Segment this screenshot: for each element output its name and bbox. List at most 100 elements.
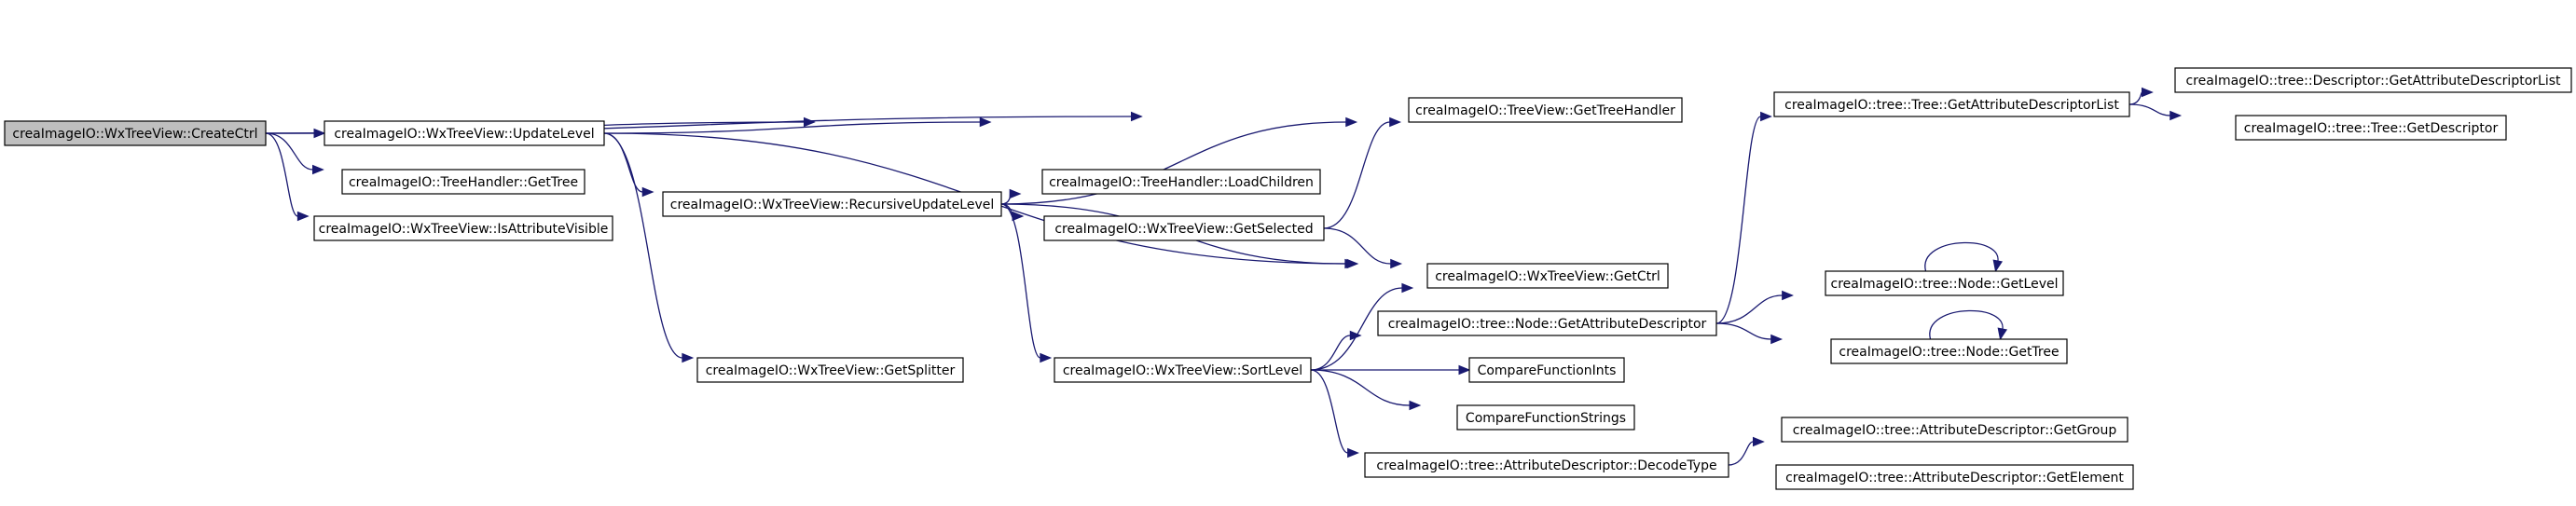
- arrowhead-icon: [312, 164, 324, 175]
- node-comparefunctionstrings[interactable]: CompareFunctionStrings: [1456, 404, 1635, 431]
- edge-line: [1323, 121, 1390, 229]
- arrowhead-icon: [641, 186, 654, 198]
- edge-node-getattributedescriptor-to-node-gettree: [1715, 322, 1784, 345]
- edge-sortlevel-to-node-getattributedescriptor: [1310, 330, 1362, 371]
- edge-tree-getattributedescriptorlist-to-tree-getdescriptor: [2128, 103, 2183, 121]
- node-getselected[interactable]: creaImageIO::WxTreeView::GetSelected: [1043, 215, 1325, 241]
- arrowhead-icon: [1770, 334, 1784, 345]
- node-node-gettree[interactable]: creaImageIO::tree::Node::GetTree: [1830, 338, 2068, 364]
- edge-updatelevel-to-gettreehandler: [603, 116, 992, 134]
- edge-node-getattributedescriptor-to-tree-getattributedescriptorlist: [1715, 111, 1772, 324]
- arrowhead-icon: [313, 128, 326, 139]
- node-label: creaImageIO::WxTreeView::GetSplitter: [706, 363, 956, 378]
- edge-sortlevel-to-decodetype: [1310, 369, 1359, 458]
- edge-createctrl-to-gettree-handler: [265, 132, 324, 175]
- edge-node-getlevel-to-node-getlevel: [1924, 241, 2004, 273]
- node-isattributevisible[interactable]: creaImageIO::WxTreeView::IsAttributeVisi…: [313, 215, 613, 241]
- arrowhead-icon: [1458, 364, 1471, 376]
- arrowhead-icon: [1130, 111, 1143, 122]
- node-label: creaImageIO::TreeHandler::LoadChildren: [1049, 175, 1314, 190]
- node-box: [2174, 67, 2572, 93]
- arrowhead-icon: [1344, 258, 1357, 269]
- arrowhead-icon: [1753, 436, 1765, 447]
- node-label: creaImageIO::WxTreeView::RecursiveUpdate…: [670, 198, 994, 212]
- node-box: [2235, 115, 2507, 141]
- node-label: creaImageIO::tree::Tree::GetAttributeDes…: [1784, 98, 2119, 113]
- node-box: [1054, 357, 1312, 383]
- node-sortlevel[interactable]: creaImageIO::WxTreeView::SortLevel: [1054, 357, 1312, 383]
- edge-line: [1000, 121, 1346, 205]
- node-box: [696, 357, 964, 383]
- edge-createctrl-to-updatelevel: [265, 128, 326, 139]
- node-label: creaImageIO::tree::Node::GetTree: [1839, 345, 2059, 360]
- node-label: creaImageIO::tree::Tree::GetDescriptor: [2244, 121, 2499, 136]
- edge-recursiveupdatelevel-to-sortlevel: [1000, 203, 1053, 363]
- edge-recursiveupdatelevel-to-gettreehandler: [1000, 116, 1358, 205]
- node-comparefunctionints[interactable]: CompareFunctionInts: [1468, 357, 1625, 383]
- edge-line: [1310, 369, 1410, 406]
- arrowhead-icon: [1401, 282, 1414, 294]
- edge-recursiveupdatelevel-to-loadchildren: [1000, 188, 1022, 205]
- node-label: creaImageIO::WxTreeView::SortLevel: [1063, 363, 1302, 378]
- node-box: [1426, 263, 1669, 289]
- node-label: creaImageIO::WxTreeView::UpdateLevel: [334, 127, 594, 142]
- node-box: [1830, 338, 2068, 364]
- arrowhead-icon: [1345, 116, 1358, 128]
- node-box: [1364, 452, 1729, 478]
- edge-createctrl-to-isattributevisible: [265, 132, 310, 222]
- node-box: [4, 120, 267, 146]
- edge-line: [1728, 441, 1754, 466]
- node-recursiveupdatelevel[interactable]: creaImageIO::WxTreeView::RecursiveUpdate…: [662, 191, 1002, 217]
- arrowhead-icon: [2142, 87, 2154, 98]
- node-getsplitter[interactable]: creaImageIO::WxTreeView::GetSplitter: [696, 357, 964, 383]
- edge-line: [265, 132, 313, 171]
- node-box: [324, 120, 605, 146]
- edge-line: [1310, 287, 1402, 371]
- node-label: CompareFunctionInts: [1478, 363, 1617, 378]
- edge-sortlevel-to-comparefunctionstrings: [1310, 369, 1422, 411]
- edge-line: [1310, 335, 1351, 371]
- edge-line: [1323, 227, 1391, 265]
- node-label: creaImageIO::tree::Node::GetLevel: [1831, 277, 2059, 292]
- edge-line: [2128, 103, 2170, 116]
- node-tree-getattributedescriptorlist[interactable]: creaImageIO::tree::Tree::GetAttributeDes…: [1773, 91, 2130, 117]
- arrowhead-icon: [1760, 111, 1772, 122]
- node-loadchildren[interactable]: creaImageIO::TreeHandler::LoadChildren: [1041, 169, 1321, 195]
- node-getelement[interactable]: creaImageIO::tree::AttributeDescriptor::…: [1775, 464, 2134, 490]
- edge-sortlevel-to-comparefunctionints: [1311, 364, 1471, 376]
- arrowhead-icon: [1997, 327, 2008, 341]
- node-gettreehandler[interactable]: creaImageIO::TreeView::GetTreeHandler: [1408, 97, 1683, 123]
- node-updatelevel[interactable]: creaImageIO::WxTreeView::UpdateLevel: [324, 120, 605, 146]
- edge-tree-getattributedescriptorlist-to-descriptor-getattributedescriptorlist: [2128, 87, 2154, 105]
- node-getctrl[interactable]: creaImageIO::WxTreeView::GetCtrl: [1426, 263, 1669, 289]
- node-box: [1456, 404, 1635, 431]
- arrowhead-icon: [1390, 258, 1403, 269]
- node-box: [1408, 97, 1683, 123]
- node-box: [1041, 169, 1321, 195]
- node-box: [1781, 417, 2128, 443]
- node-gettree-handler[interactable]: creaImageIO::TreeHandler::GetTree: [341, 169, 585, 195]
- edge-line: [603, 132, 682, 359]
- node-node-getattributedescriptor[interactable]: creaImageIO::tree::Node::GetAttributeDes…: [1377, 310, 1717, 336]
- node-getgroup[interactable]: creaImageIO::tree::AttributeDescriptor::…: [1781, 417, 2128, 443]
- edge-line: [1715, 116, 1761, 324]
- node-label: creaImageIO::tree::AttributeDescriptor::…: [1793, 423, 2117, 438]
- arrowhead-icon: [1040, 352, 1053, 363]
- arrowhead-icon: [1349, 330, 1362, 341]
- node-node-getlevel[interactable]: creaImageIO::tree::Node::GetLevel: [1825, 270, 2064, 296]
- edge-line: [2128, 91, 2143, 105]
- node-decodetype[interactable]: creaImageIO::tree::AttributeDescriptor::…: [1364, 452, 1729, 478]
- node-descriptor-getattributedescriptorlist[interactable]: creaImageIO::tree::Descriptor::GetAttrib…: [2174, 67, 2572, 93]
- node-box: [1775, 464, 2134, 490]
- edge-line: [265, 132, 298, 217]
- node-box: [341, 169, 585, 195]
- node-label: creaImageIO::TreeHandler::GetTree: [349, 175, 578, 190]
- node-label: creaImageIO::tree::AttributeDescriptor::…: [1785, 471, 2124, 485]
- node-tree-getdescriptor[interactable]: creaImageIO::tree::Tree::GetDescriptor: [2235, 115, 2507, 141]
- node-label: creaImageIO::WxTreeView::IsAttributeVisi…: [319, 222, 609, 237]
- node-box: [1043, 215, 1325, 241]
- edge-sortlevel-to-getctrl: [1310, 282, 1414, 371]
- node-label: creaImageIO::WxTreeView::CreateCtrl: [12, 127, 257, 142]
